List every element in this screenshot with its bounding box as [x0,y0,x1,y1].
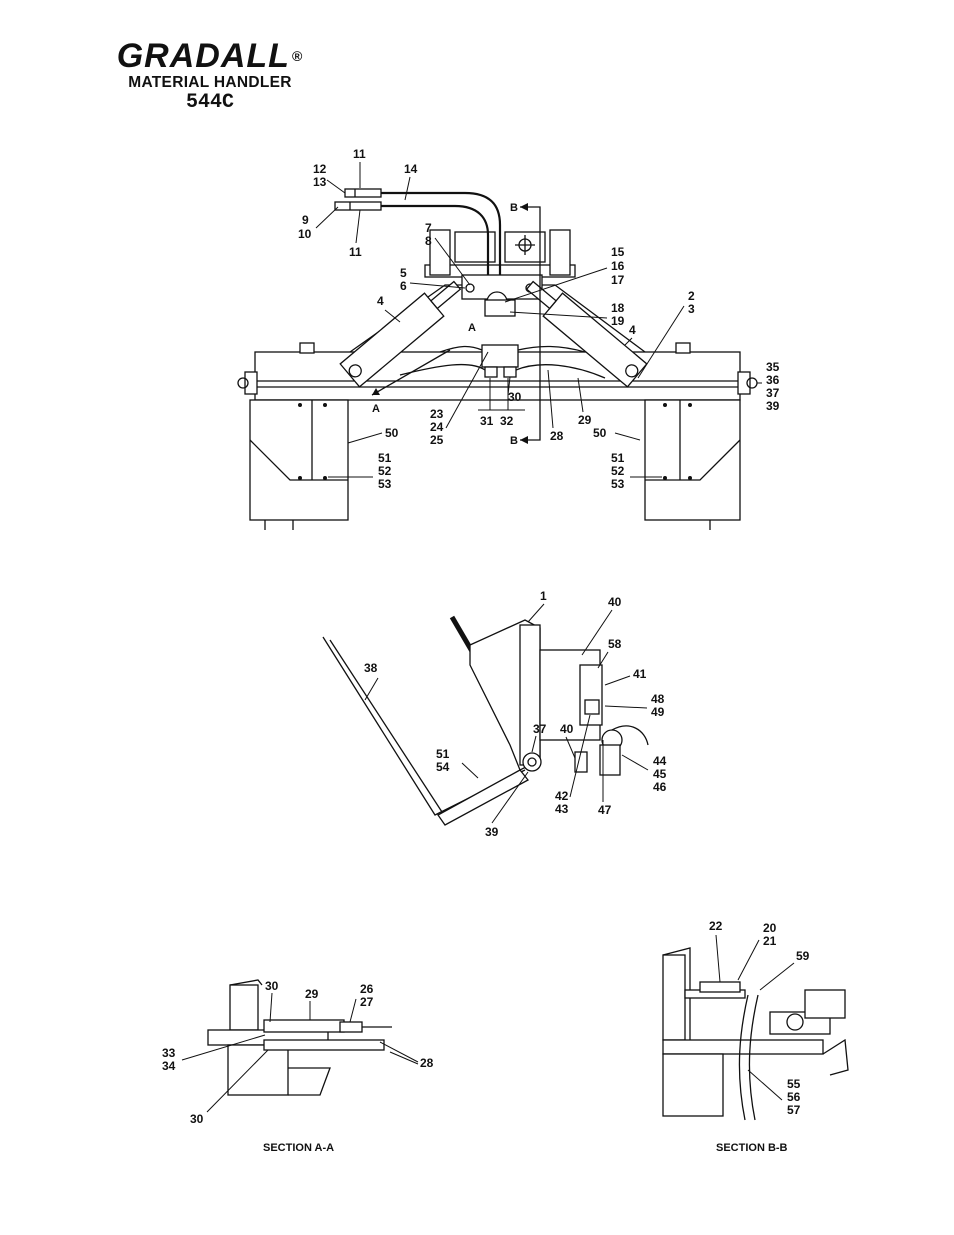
callout-28-section-a: 28 [420,1056,434,1070]
callout-13: 13 [313,175,327,189]
callout-51-right: 51 [611,451,625,465]
callout-41: 41 [633,667,647,681]
callout-37-side: 37 [533,722,547,736]
callout-7: 7 [425,221,432,235]
callout-29: 29 [578,413,592,427]
callout-5: 5 [400,266,407,280]
fork-right [645,400,740,530]
callout-51-side: 51 [436,747,450,761]
callout-59: 59 [796,949,810,963]
view-marker-b-bottom: B [510,435,518,447]
callout-26: 26 [360,982,374,996]
callout-2: 2 [688,289,695,303]
callout-22: 22 [709,919,723,933]
callout-28: 28 [550,429,564,443]
end-pin-left [245,372,257,394]
fork-left [250,400,348,530]
callout-55: 55 [787,1077,801,1091]
callout-30-section-a-top: 30 [265,979,279,993]
callout-44: 44 [653,754,667,768]
section-b-b-label: SECTION B-B [716,1142,788,1154]
callout-42: 42 [555,789,569,803]
callout-29-section-a: 29 [305,987,319,1001]
callout-58: 58 [608,637,622,651]
callout-30-section-a-bottom: 30 [190,1112,204,1126]
callout-47: 47 [598,803,612,817]
callout-33: 33 [162,1046,176,1060]
callout-18: 18 [611,301,625,315]
callout-49: 49 [651,705,665,719]
callout-30-top: 30 [508,390,522,404]
callout-34: 34 [162,1059,176,1073]
callout-40-side: 40 [560,722,574,736]
callout-3: 3 [688,302,695,316]
callout-31: 31 [480,414,494,428]
callout-12: 12 [313,162,327,176]
callout-52-left: 52 [378,464,392,478]
callout-37-top: 37 [766,386,780,400]
callout-57: 57 [787,1103,801,1117]
callout-25: 25 [430,433,444,447]
callout-8: 8 [425,234,432,248]
callout-1: 1 [540,589,547,603]
callout-39-top: 39 [766,399,780,413]
callout-4-right: 4 [629,323,636,337]
callout-53-right: 53 [611,477,625,491]
callout-15: 15 [611,245,625,259]
callout-56: 56 [787,1090,801,1104]
callout-16: 16 [611,259,625,273]
view-marker-b-top: B [510,202,518,214]
callout-4-left: 4 [377,294,384,308]
callout-39-side: 39 [485,825,499,839]
callout-6: 6 [400,279,407,293]
end-pin-right [738,372,750,394]
callout-24: 24 [430,420,444,434]
callout-36: 36 [766,373,780,387]
callout-50-left: 50 [385,426,399,440]
callout-17: 17 [611,273,625,287]
callout-11-bottom: 11 [349,245,362,259]
callout-20: 20 [763,921,777,935]
callout-23: 23 [430,407,444,421]
callout-45: 45 [653,767,667,781]
callout-43: 43 [555,802,569,816]
view-marker-a-bottom: A [372,403,380,415]
callout-52-right: 52 [611,464,625,478]
callout-19: 19 [611,314,625,328]
section-b-b-view [663,948,848,1120]
callout-46: 46 [653,780,667,794]
callout-51-left: 51 [378,451,392,465]
callout-53-left: 53 [378,477,392,491]
callout-40-top: 40 [608,595,622,609]
callout-21: 21 [763,934,777,948]
valve-block [482,345,518,367]
callout-35: 35 [766,360,780,374]
section-a-a-label: SECTION A-A [263,1142,334,1154]
callout-14: 14 [404,162,418,176]
callout-48: 48 [651,692,665,706]
view-marker-a-top: A [468,322,476,334]
callout-38: 38 [364,661,378,675]
callout-27: 27 [360,995,374,1009]
top-view [238,189,757,530]
callout-32: 32 [500,414,514,428]
callout-50-right: 50 [593,426,607,440]
callout-9: 9 [302,213,309,227]
callout-54: 54 [436,760,450,774]
callout-10: 10 [298,227,312,241]
side-view [323,617,648,825]
callout-11-top: 11 [353,147,366,161]
